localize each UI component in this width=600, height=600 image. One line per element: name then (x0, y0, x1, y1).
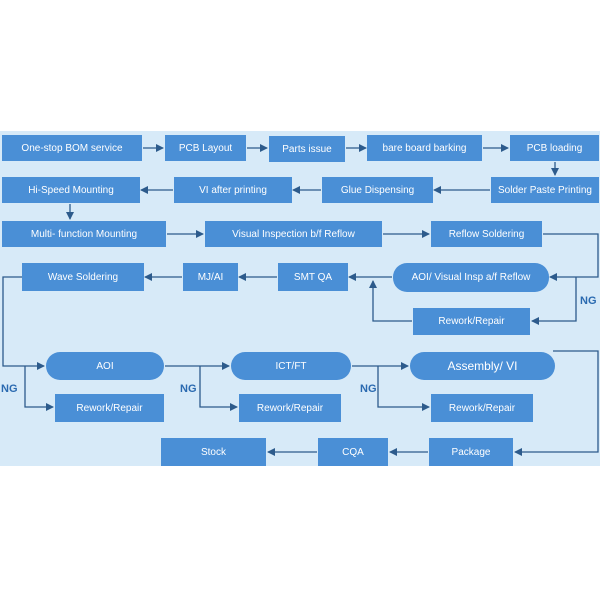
node-rework-repair-4: Rework/Repair (431, 394, 533, 422)
node-rework-repair-2: Rework/Repair (55, 394, 164, 422)
arrow-assembly-ng-to-rework (377, 366, 430, 411)
node-parts-issue: Parts issue (269, 136, 345, 162)
node-aoi: AOI (46, 352, 164, 380)
arrow-aoi-visual-ng-to-rework (531, 277, 577, 325)
node-aoi-visual-after-reflow: AOI/ Visual Insp a/f Reflow (393, 263, 549, 292)
node-pcb-loading: PCB loading (510, 135, 599, 161)
arrow-reflow-to-aoi-visual (543, 233, 599, 281)
ng-label-4: NG (360, 383, 377, 395)
node-package: Package (429, 438, 513, 466)
node-multi-function-mounting: Multi- function Mounting (2, 221, 166, 247)
ng-label-2: NG (1, 383, 18, 395)
arrow-rework-back-to-aoi-visual (369, 280, 412, 322)
node-bare-board-barking: bare board barking (367, 135, 482, 161)
node-bom-service: One-stop BOM service (2, 135, 142, 161)
arrow-assembly-to-package (514, 350, 599, 456)
node-stock: Stock (161, 438, 266, 466)
node-smt-qa: SMT QA (278, 263, 348, 291)
arrow-aoi-ng-to-rework (24, 366, 54, 411)
node-reflow-soldering: Reflow Soldering (431, 221, 542, 247)
arrow-ict-ng-to-rework (199, 366, 238, 411)
arrow-wave-to-aoi (2, 276, 45, 370)
node-wave-soldering: Wave Soldering (22, 263, 144, 291)
node-solder-paste-printing: Solder Paste Printing (491, 177, 599, 203)
node-hispeed-mounting: Hi-Speed Mounting (2, 177, 140, 203)
node-rework-repair-1: Rework/Repair (413, 308, 530, 335)
ng-label-3: NG (180, 383, 197, 395)
node-vi-after-printing: VI after printing (174, 177, 292, 203)
node-cqa: CQA (318, 438, 388, 466)
node-ict-ft: ICT/FT (231, 352, 351, 380)
ng-label-1: NG (580, 295, 597, 307)
node-visual-inspection-before-reflow: Visual Inspection b/f Reflow (205, 221, 382, 247)
node-glue-dispensing: Glue Dispensing (322, 177, 433, 203)
node-assembly-vi: Assembly/ VI (410, 352, 555, 380)
node-mj-ai: MJ/AI (183, 263, 238, 291)
node-rework-repair-3: Rework/Repair (239, 394, 341, 422)
node-pcb-layout: PCB Layout (165, 135, 246, 161)
